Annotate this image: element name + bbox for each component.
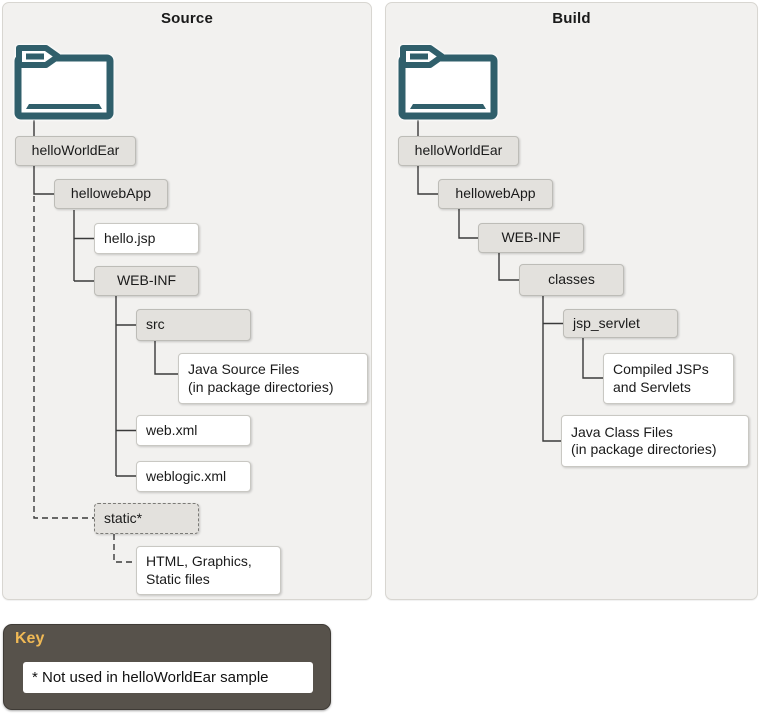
node-label: hellowebApp <box>455 185 536 202</box>
key-note-text: * Not used in helloWorldEar sample <box>32 669 269 686</box>
node-source-static-files: HTML, Graphics, Static files <box>136 546 281 595</box>
node-label: HTML, Graphics, Static files <box>146 553 252 587</box>
build-panel-title: Build <box>552 10 591 27</box>
node-build-web-inf: WEB-INF <box>478 223 584 253</box>
node-label: hellowebApp <box>70 185 152 202</box>
node-label: src <box>146 316 165 333</box>
node-source-web-inf: WEB-INF <box>94 266 199 296</box>
node-build-jsp-servlet: jsp_servlet <box>563 309 678 338</box>
node-source-helloworldear: helloWorldEar <box>15 136 136 166</box>
node-source-weblogic-xml: weblogic.xml <box>136 461 251 492</box>
folder-icon <box>398 45 498 120</box>
node-build-helloworldear: helloWorldEar <box>398 136 519 166</box>
node-build-classes: classes <box>519 264 624 296</box>
key-title: Key <box>15 630 45 647</box>
source-panel: Source helloWorldEar hellowebApp hello.j… <box>2 2 372 600</box>
node-source-src: src <box>136 309 251 341</box>
node-label: helloWorldEar <box>31 142 120 159</box>
source-panel-title: Source <box>160 10 214 27</box>
node-source-static: static* <box>94 503 199 534</box>
node-label: Compiled JSPs and Servlets <box>613 361 709 395</box>
node-label: Java Class Files (in package directories… <box>571 423 717 457</box>
node-label: classes <box>548 271 595 288</box>
node-label: WEB-INF <box>116 272 177 289</box>
node-label: helloWorldEar <box>414 142 503 159</box>
node-source-hellowebapp: hellowebApp <box>54 179 168 209</box>
node-build-java-class-files: Java Class Files (in package directories… <box>561 415 749 467</box>
node-source-hello-jsp: hello.jsp <box>94 223 199 254</box>
node-label: weblogic.xml <box>146 467 227 484</box>
node-label: web.xml <box>146 421 198 438</box>
node-label: hello.jsp <box>104 229 156 246</box>
node-build-compiled-jsps: Compiled JSPs and Servlets <box>603 353 734 404</box>
node-label: static* <box>104 509 143 526</box>
key-note: * Not used in helloWorldEar sample <box>23 662 313 693</box>
node-source-web-xml: web.xml <box>136 415 251 446</box>
node-label: jsp_servlet <box>573 314 640 331</box>
node-build-hellowebapp: hellowebApp <box>438 179 553 209</box>
node-label: Java Source Files (in package directorie… <box>188 361 334 395</box>
key-panel: Key * Not used in helloWorldEar sample <box>3 624 331 710</box>
build-panel: Build helloWorldEar hellowebApp WEB-INF … <box>385 2 758 600</box>
node-label: WEB-INF <box>501 229 561 246</box>
folder-icon <box>14 45 114 120</box>
node-source-java-source-files: Java Source Files (in package directorie… <box>178 353 368 404</box>
